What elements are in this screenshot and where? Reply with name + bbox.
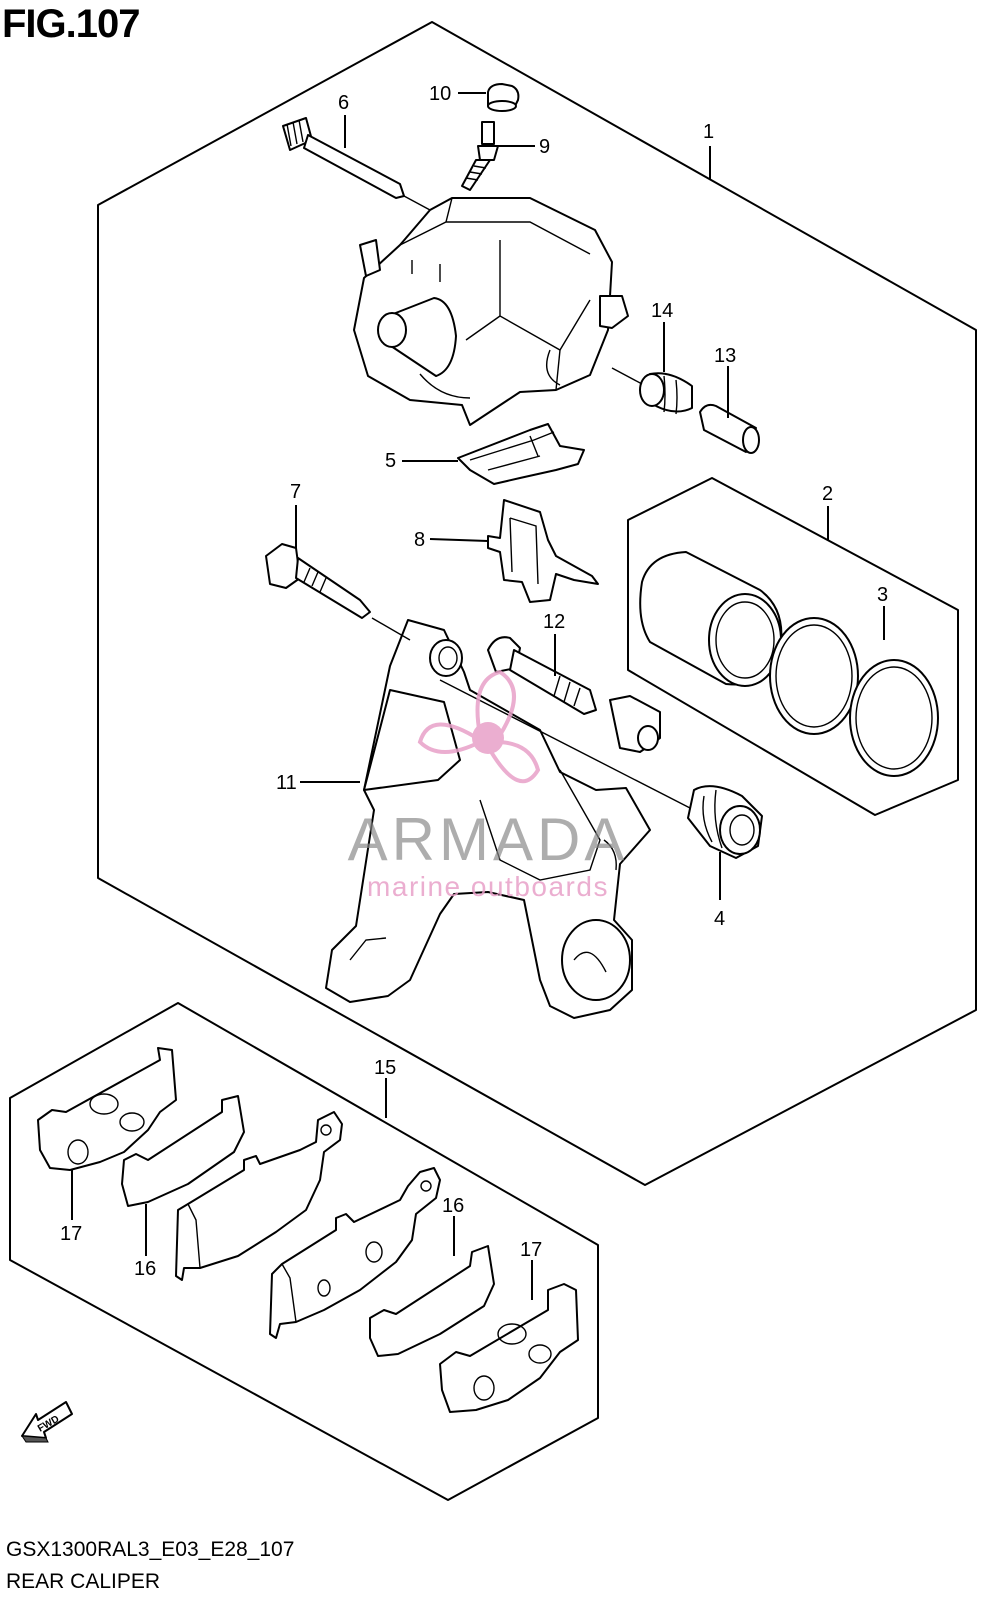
part-15-pad-left: [175, 1111, 343, 1281]
fwd-arrow-label: FWD: [36, 1414, 61, 1435]
leader-lines: [71, 92, 885, 1300]
callout-11: 11: [276, 772, 297, 794]
callout-8: 8: [414, 529, 425, 551]
caliper-assembly-outline: [97, 21, 977, 1186]
callout-15: 15: [374, 1057, 396, 1079]
part-16-shim-right: [369, 1245, 495, 1357]
pad-set-outline: [9, 1002, 599, 1501]
part-7-bolt: [265, 543, 371, 619]
callout-1: 1: [703, 121, 714, 143]
diagram-name: REAR CALIPER: [6, 1570, 161, 1593]
callout-3: 3: [877, 584, 888, 606]
watermark-propeller-icon: [417, 669, 541, 784]
part-4-boot: [687, 785, 763, 859]
part-17-shim-left: [37, 1047, 177, 1171]
watermark-tagline: marine outboards: [367, 871, 609, 902]
callout-4: 4: [714, 908, 725, 930]
watermark-propeller-hub: [472, 722, 504, 754]
part-11-bracket: [325, 619, 661, 1019]
part-16-shim-left: [121, 1095, 245, 1207]
part-14-boot: [639, 372, 693, 415]
part-3-seals: [769, 617, 939, 777]
assembly-line-sleeve: [611, 367, 643, 385]
part-9-bleeder: [461, 121, 499, 191]
callout-17b: 17: [520, 1239, 542, 1261]
piston-seal-group-outline: [627, 477, 959, 816]
part-6-pin: [282, 117, 405, 199]
callout-6: 6: [338, 92, 349, 114]
part-8-retainer: [487, 499, 599, 603]
part-15-pad-right: [269, 1167, 441, 1339]
part-13-sleeve: [699, 403, 760, 454]
assembly-line-pin: [403, 195, 431, 211]
part-2-piston: [639, 551, 783, 687]
callout-14: 14: [651, 300, 673, 322]
callout-7: 7: [290, 481, 301, 503]
part-10-cap: [487, 83, 520, 112]
watermark: ARMADA marine outboards: [348, 669, 629, 902]
callout-17a: 17: [60, 1223, 82, 1245]
diagram-code: GSX1300RAL3_E03_E28_107: [6, 1538, 295, 1561]
assembly-line-bolt: [371, 617, 411, 641]
watermark-brand: ARMADA: [348, 806, 629, 873]
figure-title: FIG.107: [2, 2, 141, 46]
assembly-line-boot: [439, 679, 691, 809]
callout-13: 13: [714, 345, 736, 367]
part-17-shim-right: [439, 1283, 579, 1413]
fwd-arrow-icon: FWD: [21, 1401, 73, 1443]
callout-12: 12: [543, 611, 565, 633]
part-12-bolt: [487, 636, 597, 715]
part-1-caliper-body: [353, 197, 629, 426]
callout-9: 9: [539, 136, 550, 158]
part-5-spring: [457, 423, 585, 485]
callout-16a: 16: [134, 1258, 156, 1280]
callout-16b: 16: [442, 1195, 464, 1217]
callout-5: 5: [385, 450, 396, 472]
callout-10: 10: [429, 83, 451, 105]
callout-2: 2: [822, 483, 833, 505]
